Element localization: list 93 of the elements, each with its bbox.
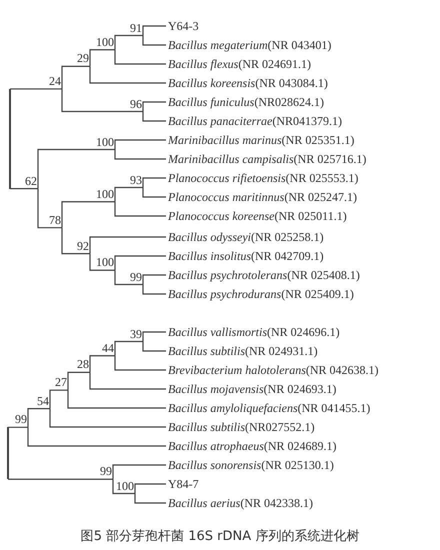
tree-branch: [114, 139, 166, 150]
taxon-label: Bacillus subtilis(NR 024931.1): [168, 344, 318, 358]
taxon-label: Bacillus atrophaeus(NR 024689.1): [168, 439, 337, 453]
tree-branch: [114, 356, 166, 371]
bootstrap-value: 100: [96, 256, 114, 270]
tree-branch: [67, 372, 90, 390]
taxon-label: Bacillus subtilis(NR027552.1): [168, 420, 315, 434]
taxon-label: Bacillus flexus(NR 024691.1): [168, 57, 311, 71]
tree-branch: [10, 88, 62, 90]
tree-branch: [142, 274, 166, 284]
tree-branch: [142, 25, 166, 36]
tree-branch: [67, 390, 166, 409]
tree-branch: [114, 186, 143, 202]
tree-branch: [142, 36, 166, 46]
tree-branch: [37, 148, 115, 189]
bootstrap-value: 29: [77, 52, 89, 66]
tree-branch: [112, 464, 166, 480]
taxon-label: Bacillus aerius(NR 042338.1): [168, 496, 313, 510]
tree-branch: [8, 478, 113, 480]
tree-branch: [142, 101, 166, 112]
bootstrap-value: 92: [77, 240, 89, 253]
tree-branch: [89, 254, 115, 271]
taxon-label: Marinibacillus campisalis(NR 025716.1): [168, 152, 366, 166]
bootstrap-value: 100: [96, 36, 114, 49]
tree-branch: [8, 426, 28, 428]
figure-caption: 图5 部分芽孢杆菌 16S rDNA 序列的系统进化树: [80, 528, 360, 545]
bootstrap-value: 99: [130, 270, 142, 284]
bootstrap-value: 91: [130, 22, 142, 34]
tree-branch: [142, 188, 166, 198]
tree-branch: [114, 340, 143, 356]
tree-branch: [49, 390, 68, 409]
bootstrap-value: 99: [15, 413, 27, 426]
tree-branch: [61, 88, 143, 112]
tree-branch: [134, 494, 166, 504]
tree-branch: [114, 150, 166, 160]
tree-branch: [61, 66, 90, 89]
tree-branch: [114, 202, 166, 217]
taxon-label: Bacillus panaciterrae(NR041379.1): [168, 114, 342, 128]
taxon-label: Y64-3: [168, 19, 199, 33]
taxon-label: Planococcus koreense(NR 025011.1): [168, 209, 347, 223]
taxon-label: Y84-7: [168, 477, 199, 491]
bootstrap-value: 54: [37, 394, 49, 408]
tree-branch: [142, 177, 166, 188]
bootstrap-value: 100: [96, 188, 114, 201]
tree-branch: [142, 342, 166, 352]
tree-branch: [27, 408, 50, 428]
tree-branch: [37, 188, 62, 228]
bootstrap-value: 96: [130, 98, 142, 110]
bootstrap-value: 99: [100, 465, 112, 478]
taxon-label: Bacillus psychrotolerans(NR 025408.1): [168, 268, 360, 282]
bootstrap-value: 39: [130, 328, 142, 340]
taxon-label: Bacillus koreensis(NR 043084.1): [168, 76, 328, 90]
taxon-label: Bacillus amyloliquefaciens(NR 041455.1): [168, 401, 370, 415]
tree-branch: [142, 284, 166, 295]
tree-branch: [89, 49, 115, 66]
tree-branch: [89, 66, 166, 84]
bootstrap-value: 78: [49, 214, 61, 227]
taxon-label: Bacillus psychrodurans(NR 025409.1): [168, 287, 354, 301]
taxon-label: Bacillus mojavensis(NR 024693.1): [168, 382, 336, 396]
tree-branch: [89, 372, 166, 390]
tree-branch: [49, 408, 166, 428]
tree-branch: [134, 483, 166, 494]
tree-branch: [114, 50, 166, 65]
tree-branch: [27, 427, 166, 447]
bootstrap-value: 44: [102, 342, 114, 355]
taxon-label: Brevibacterium halotolerans(NR 042638.1): [168, 363, 379, 377]
tree-branch: [89, 355, 115, 372]
bootstrap-value: 100: [116, 480, 134, 492]
taxon-label: Marinibacillus marinus(NR 025351.1): [168, 133, 354, 147]
tree-branch: [114, 34, 143, 50]
taxon-label: Planococcus rifietoensis(NR 025553.1): [168, 171, 358, 185]
taxon-label: Bacillus vallismortis(NR 024696.1): [168, 325, 340, 339]
tree-branch: [114, 270, 143, 286]
taxon-label: Bacillus funiculus(NR028624.1): [168, 95, 324, 109]
bootstrap-value: 62: [25, 174, 37, 188]
tree-branch: [142, 331, 166, 342]
bootstrap-value: 24: [49, 74, 61, 88]
bootstrap-value: 100: [96, 136, 114, 148]
tree-branch: [89, 236, 166, 254]
taxon-label: Bacillus sonorensis(NR 025130.1): [168, 458, 334, 472]
bootstrap-value: 28: [77, 358, 89, 372]
tree-branch: [114, 255, 166, 270]
tree-branch: [142, 112, 166, 122]
taxon-label: Bacillus odysseyi(NR 025258.1): [168, 230, 324, 244]
tree-branch: [61, 228, 90, 254]
taxon-label: Bacillus insolitus(NR 042709.1): [168, 249, 324, 263]
taxon-label: Planococcus maritinnus(NR 025247.1): [168, 190, 357, 204]
tree-branch: [61, 201, 115, 228]
bootstrap-value: 27: [55, 376, 67, 390]
bootstrap-value: 93: [130, 174, 142, 186]
tree-branch: [10, 188, 38, 190]
taxon-label: Bacillus megaterium(NR 043401): [168, 38, 332, 52]
tree-branch: [112, 479, 135, 494]
